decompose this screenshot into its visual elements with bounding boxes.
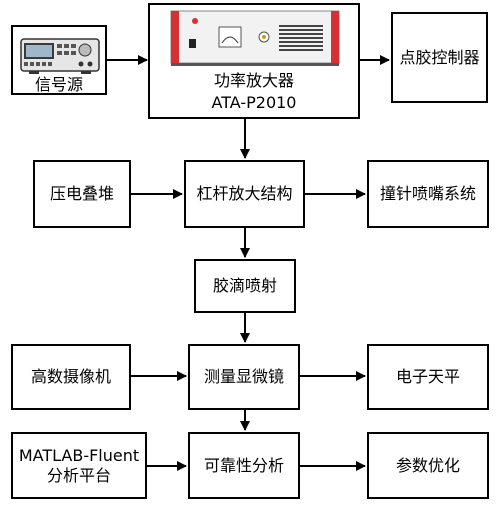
matlab-fluent-line1: MATLAB-Fluent — [18, 445, 140, 465]
param-optimization-node: 参数优化 — [367, 432, 489, 499]
glue-jetting-node: 胶滴喷射 — [194, 259, 296, 313]
electronic-balance-node: 电子天平 — [367, 344, 489, 410]
signal-source-label: 信号源 — [34, 75, 83, 94]
measuring-microscope-node: 测量显微镜 — [188, 344, 300, 410]
lever-structure-node: 杠杆放大结构 — [184, 160, 305, 228]
power-amplifier-icon — [170, 10, 340, 66]
power-amplifier-node: 功率放大器 ATA-P2010 — [148, 3, 360, 119]
matlab-fluent-node: MATLAB-Fluent 分析平台 — [11, 432, 147, 499]
signal-source-node: 信号源 — [11, 25, 107, 95]
striker-nozzle-node: 撞针喷嘴系统 — [367, 160, 489, 228]
piezo-stack-node: 压电叠堆 — [33, 160, 131, 228]
high-speed-camera-node: 高数摄像机 — [11, 344, 131, 410]
power-amplifier-label: 功率放大器 — [213, 71, 294, 90]
matlab-fluent-line2: 分析平台 — [46, 465, 111, 485]
dispense-controller-node: 点胶控制器 — [391, 12, 488, 103]
signal-generator-icon — [20, 38, 100, 74]
reliability-analysis-node: 可靠性分析 — [188, 432, 300, 499]
power-amplifier-model: ATA-P2010 — [211, 93, 297, 112]
